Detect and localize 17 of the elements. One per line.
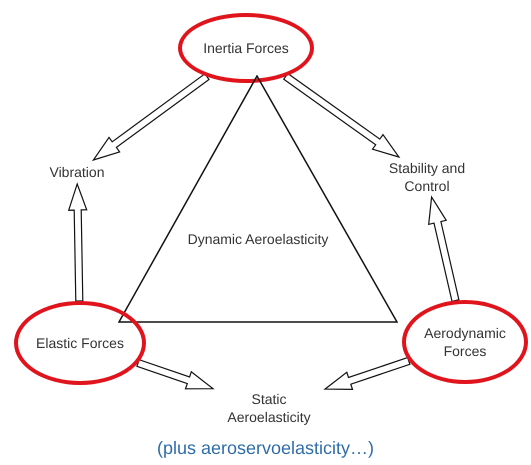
node-label: Dynamic Aeroelasticity <box>188 230 328 248</box>
block-arrow <box>92 72 210 162</box>
highlight-ellipse <box>178 13 314 83</box>
node-label: Vibration <box>42 162 112 182</box>
block-arrow <box>323 356 411 390</box>
highlight-ellipse <box>14 301 146 385</box>
node-label: Static Aeroelasticity <box>215 390 323 426</box>
block-arrow <box>68 182 88 302</box>
block-arrow <box>428 195 460 302</box>
block-arrow <box>282 72 400 158</box>
node-label: Elastic Forces <box>36 334 124 352</box>
caption: (plus aeroservoelasticity…) <box>156 437 376 459</box>
node-label: Stability and Control <box>383 159 471 195</box>
block-arrow <box>136 358 215 390</box>
node-label: Aerodynamic Forces <box>423 324 507 360</box>
node-label: Inertia Forces <box>203 39 289 57</box>
highlight-ellipse <box>402 300 528 384</box>
